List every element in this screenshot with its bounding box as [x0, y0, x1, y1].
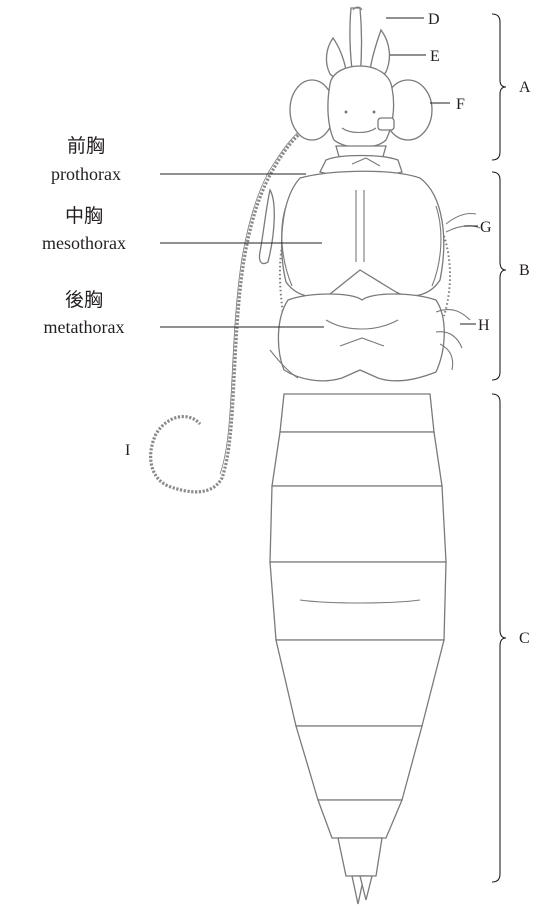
brace-b: [492, 172, 506, 380]
metathorax-cjk-label: 後胸: [65, 289, 103, 311]
prothorax-cjk-label: 前胸: [67, 135, 105, 157]
label-b: B: [519, 262, 530, 279]
metathorax-latin-label: metathorax: [44, 317, 125, 337]
label-c: C: [519, 630, 530, 647]
region-braces: [492, 14, 506, 882]
label-d: D: [428, 11, 440, 28]
label-i: I: [125, 442, 130, 459]
head-drawing: [290, 7, 432, 160]
label-h: H: [478, 317, 490, 334]
label-a: A: [519, 79, 531, 96]
brace-a: [492, 14, 506, 160]
mesothorax-latin-label: mesothorax: [42, 233, 126, 253]
prothorax-latin-label: prothorax: [51, 164, 121, 184]
thorax-drawing: [259, 156, 480, 381]
label-e: E: [430, 48, 440, 65]
abdomen-drawing: [270, 394, 446, 904]
label-g: G: [480, 219, 492, 236]
brace-c: [492, 394, 506, 882]
mesothorax-cjk-label: 中胸: [65, 205, 103, 227]
label-f: F: [456, 96, 465, 113]
